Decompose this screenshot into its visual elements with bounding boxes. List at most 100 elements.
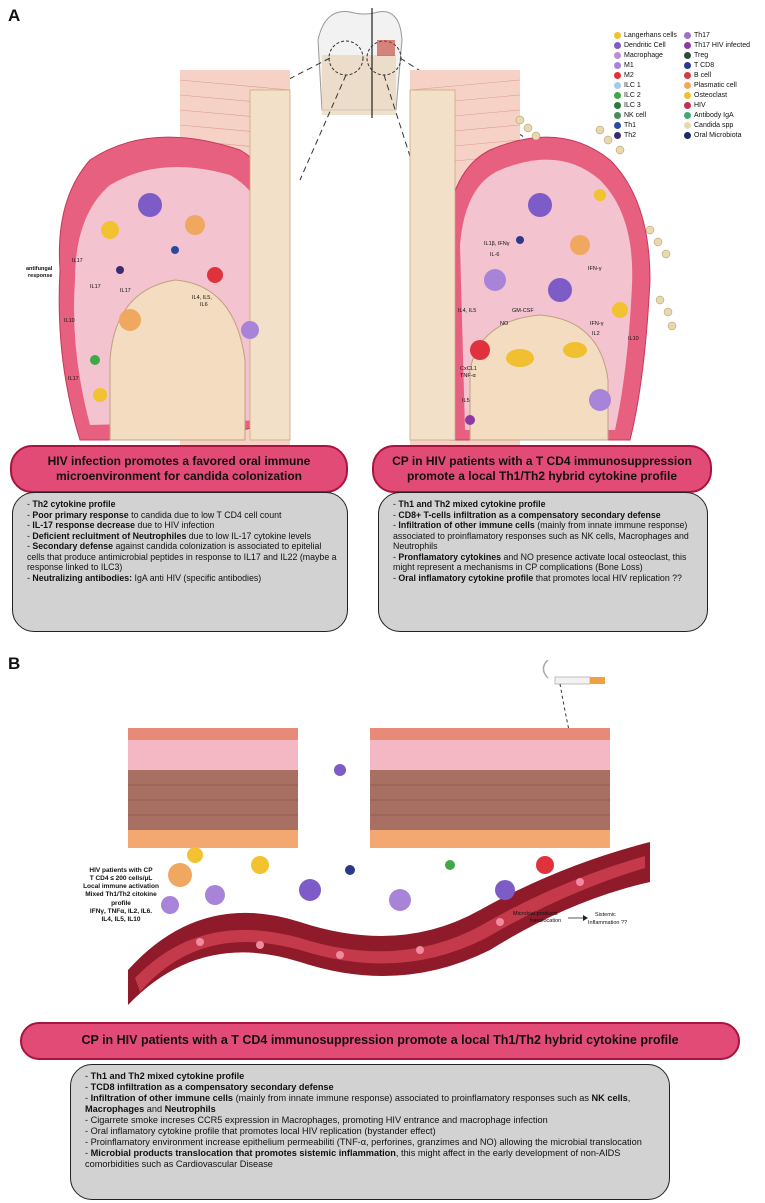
bullet-item: - Cigarrete smoke increses CCR5 expressi… [85, 1115, 548, 1126]
legend-swatch-icon [684, 51, 691, 59]
legend-item: Th1 [614, 120, 677, 130]
bullet-bold: Deficient recluitment of Neutrophiles [32, 530, 187, 541]
banner-a-left-line1: HIV infection promotes a favored oral im… [47, 454, 311, 468]
note-line: IL4, IL5, IL10 [101, 915, 141, 923]
legend-label: ILC 2 [624, 91, 641, 99]
banner-b: CP in HIV patients with a T CD4 immunosu… [20, 1022, 740, 1060]
legend-swatch-icon [684, 81, 691, 89]
bullet-bold: Infiltration of other immune cells [90, 1093, 234, 1104]
legend-item: Oral Microbiota [684, 130, 750, 140]
banner-a-right: CP in HIV patients with a T CD4 immunosu… [372, 445, 712, 493]
bullet-text: to candida due to low T CD4 cell count [128, 509, 282, 520]
legend-item: HIV [684, 100, 750, 110]
banner-a-left-line2: microenvironment for candida colonizatio… [55, 469, 303, 483]
bullet-item: - Neutralizing antibodies: IgA anti HIV … [27, 572, 262, 583]
legend-swatch-icon [614, 41, 621, 49]
label-il6-r: IL-6 [490, 252, 499, 258]
label-sistemic: Sistemic [595, 912, 616, 918]
legend-item: M1 [614, 60, 677, 70]
note-line: HIV patients with CP [89, 867, 153, 874]
label-il1b-ifng: IL1β, IFNγ [484, 241, 510, 247]
bullet-item: - Microbial products translocation that … [85, 1148, 621, 1170]
label-il5-r: IL5 [462, 398, 470, 404]
bullet-text: , [627, 1093, 631, 1104]
bullet-item: - CD8+ T-cells infiltration as a compens… [393, 509, 661, 520]
label-no: NO [500, 321, 509, 327]
bullet-item: - Oral inflamatory cytokine profile that… [393, 572, 682, 583]
tooth-icon [317, 8, 403, 118]
bullet-item: - Pronflamatory cytokines and NO presenc… [393, 551, 687, 573]
legend-item: Langerhans cells [614, 30, 677, 40]
bullet-text: due to low IL-17 cytokine levels [186, 530, 312, 541]
bullet-bold: TCD8 infiltration as a compensatory seco… [90, 1082, 334, 1093]
legend-label: Oral Microbiota [694, 131, 742, 139]
legend-item: Th17 [684, 30, 750, 40]
bullet-item: - Secondary defense against candida colo… [27, 541, 337, 573]
label-il2: IL2 [592, 331, 600, 337]
label-inflammation: Inflammation ?? [588, 920, 627, 926]
bullet-bold: Microbial products translocation that pr… [90, 1148, 396, 1159]
bullet-bold: Pronflamatory cytokines [398, 551, 502, 562]
label-il6: IL6 [200, 302, 208, 308]
legend-swatch-icon [684, 121, 691, 129]
legend-label: Dendritic Cell [624, 41, 666, 49]
legend-item: Treg [684, 50, 750, 60]
legend-swatch-icon [684, 131, 691, 139]
banner-b-text: CP in HIV patients with a T CD4 immunosu… [81, 1033, 679, 1048]
legend-swatch-icon [614, 71, 621, 79]
legend-label: Th1 [624, 121, 637, 129]
label-microbial-products: Microbial products [513, 911, 558, 917]
legend-label: Candida spp [694, 121, 734, 129]
bullet-text: Oral inflamatory cytokine profile that p… [90, 1126, 436, 1137]
note-line: T CD4 ≤ 200 cells/µL [89, 875, 153, 883]
label-cxcl1: CxCL1 [460, 366, 477, 372]
legend-item: M2 [614, 70, 677, 80]
bullet-text: against candida colonization is associat… [27, 541, 337, 573]
legend-swatch-icon [614, 81, 621, 89]
legend-swatch-icon [684, 41, 691, 49]
legend-label: Langerhans cells [624, 31, 677, 39]
bullet-text: Cigarrete smoke increses CCR5 expression… [90, 1115, 548, 1126]
legend-swatch-icon [684, 91, 691, 99]
bullet-item: - Deficient recluitment of Neutrophiles … [27, 530, 312, 541]
label-il17-d: IL17 [68, 376, 79, 382]
bullet-item: - Th1 and Th2 mixed cytokine profile [85, 1071, 245, 1081]
banner-a-right-line1: CP in HIV patients with a T CD4 immunosu… [392, 454, 692, 468]
legend-label: ILC 3 [624, 101, 641, 109]
legend-item: ILC 2 [614, 90, 677, 100]
bullet-text: Proinflamatory environment increase epit… [90, 1137, 642, 1148]
bullet-item: - Infiltration of other immune cells (ma… [393, 520, 689, 552]
legend-label: Plasmatic cell [694, 81, 737, 89]
cytokine-labels-left: antifungal response IL17 IL17 IL17 IL10 … [26, 258, 212, 382]
legend-swatch-icon [614, 91, 621, 99]
legend-label: Th17 HIV infected [694, 41, 751, 49]
bullet-item: - TCD8 infiltration as a compensatory se… [85, 1082, 334, 1093]
immune-cells-right [465, 189, 628, 425]
banner-a-left: HIV infection promotes a favored oral im… [10, 445, 348, 493]
bullet-text: , this might affect in the early develop… [85, 1148, 621, 1170]
bullet-item: - Infiltration of other immune cells (ma… [85, 1093, 631, 1115]
blood-vessel [128, 842, 650, 1005]
legend-swatch-icon [684, 111, 691, 119]
legend-item: Th17 HIV infected [684, 40, 750, 50]
bullet-bold: Neutralizing antibodies: [32, 572, 133, 583]
bullet-item: - Oral inflamatory cytokine profile that… [85, 1126, 436, 1137]
bullet-bold: NK cells [591, 1093, 628, 1104]
legend-swatch-icon [614, 61, 621, 69]
legend-item: NK cell [614, 110, 677, 120]
label-gm-csf: GM-CSF [512, 308, 534, 314]
legend-item: T CD8 [684, 60, 750, 70]
legend-label: Osteoclast [694, 91, 728, 99]
diagram-a: antifungal response IL17 IL17 IL17 IL10 … [26, 8, 677, 450]
cigarette-icon [542, 660, 605, 801]
legend-label: Macrophage [624, 51, 663, 59]
legend-label: M2 [624, 71, 634, 79]
panel-b-letter: B [8, 654, 21, 673]
bullet-text: IgA anti HIV (specific antibodies) [132, 572, 262, 583]
label-il4-il5-r: IL4, IL5 [458, 308, 476, 314]
legend-label: T CD8 [694, 61, 715, 69]
diagram-b: Microbial products translocation Sistemi… [128, 660, 650, 1005]
bullet-text: that promotes local HIV replication ?? [533, 572, 682, 583]
label-translocation: translocation [530, 918, 561, 924]
